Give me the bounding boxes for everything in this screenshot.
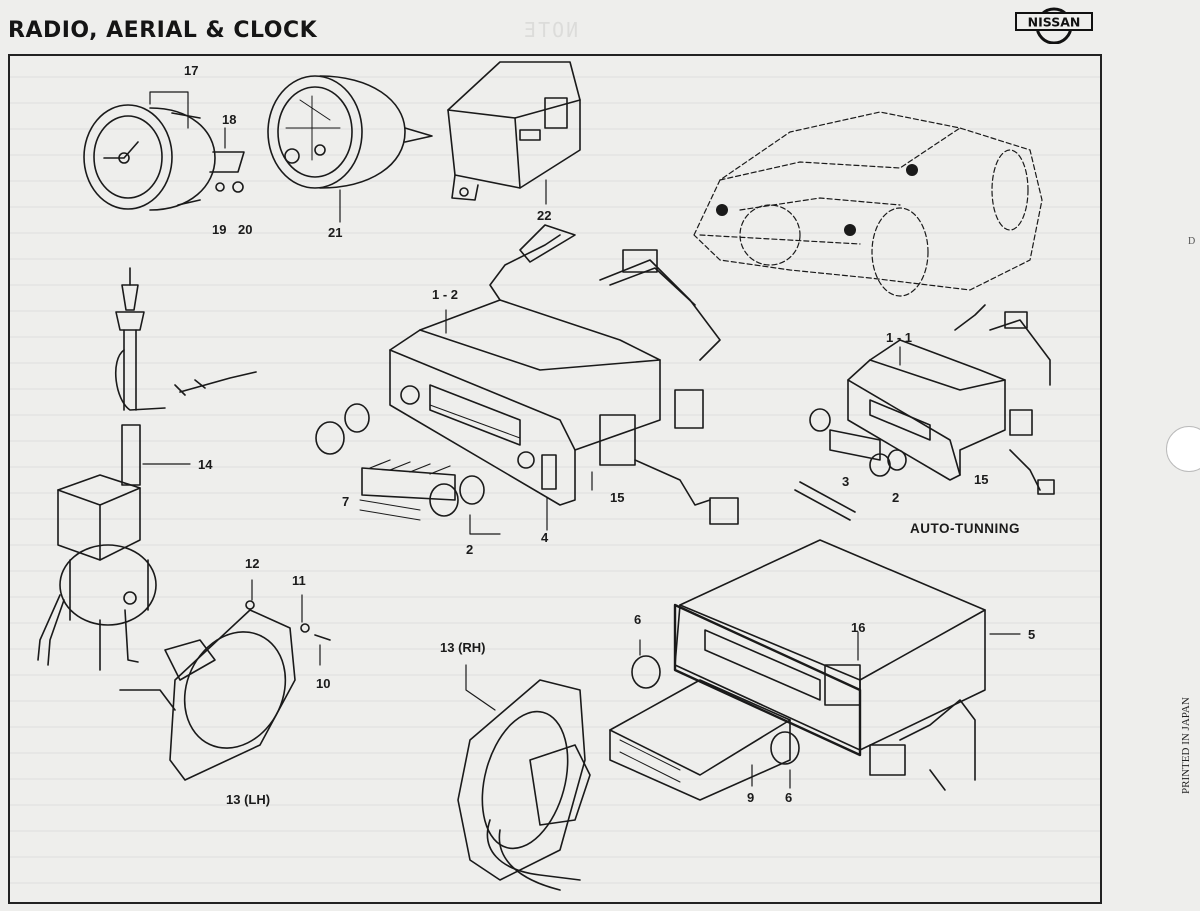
part-number-12: 12 [245,556,260,571]
part-number-10: 10 [316,676,331,691]
part-number-3: 3 [842,474,850,489]
part-number-21: 21 [328,225,343,240]
diagram-frame [8,54,1102,904]
part-number-15-auto: 15 [974,472,989,487]
speaker-13-lh [119,579,331,781]
part-number-5: 5 [1028,627,1036,642]
part-number-16: 16 [851,620,866,635]
part-number-20: 20 [238,222,253,237]
part-number-1-2: 1 - 2 [432,287,459,302]
part-number-13-lh: 13 (LH) [226,792,271,807]
knob-set-1-2 [315,403,501,535]
auto-tuning-caption: AUTO-TUNNING [910,521,1020,536]
nissan-logo: NISSAN [1014,4,1094,45]
part-number-22: 22 [537,208,552,223]
part-number-18: 18 [222,112,237,127]
part-number-19: 19 [212,222,227,237]
part-number-15-main: 15 [610,490,625,505]
part-number-11: 11 [292,573,306,588]
brand-text: NISSAN [1028,15,1081,30]
relay-22 [447,61,581,205]
clock-gauge-17 [83,91,245,211]
radio-1-1 [809,304,1055,495]
printed-note: PRINTED IN JAPAN [1176,660,1196,800]
part-number-13-rh: 13 (RH) [440,640,486,655]
part-number-17: 17 [184,63,199,78]
part-number-2-main: 2 [466,542,474,557]
cassette-radio-5 [609,481,1021,801]
printed-note-text: PRINTED IN JAPAN [1180,697,1192,794]
page-edge-mark: D [1188,236,1196,247]
part-number-1-1: 1 - 1 [886,330,913,345]
part-number-6-top: 6 [634,612,642,627]
radio-1-2 [389,224,739,531]
part-number-6-bottom: 6 [785,790,793,805]
page-title: RADIO, AERIAL & CLOCK [8,18,318,43]
gauge-21 [267,75,433,223]
part-number-9: 9 [747,790,755,805]
part-number-4: 4 [541,530,549,545]
power-antenna-14 [37,267,257,671]
speaker-13-rh [457,664,591,891]
part-number-7: 7 [342,494,350,509]
part-number-2-auto: 2 [892,490,900,505]
car-location-sketch [693,111,1043,297]
part-number-14: 14 [198,457,213,472]
